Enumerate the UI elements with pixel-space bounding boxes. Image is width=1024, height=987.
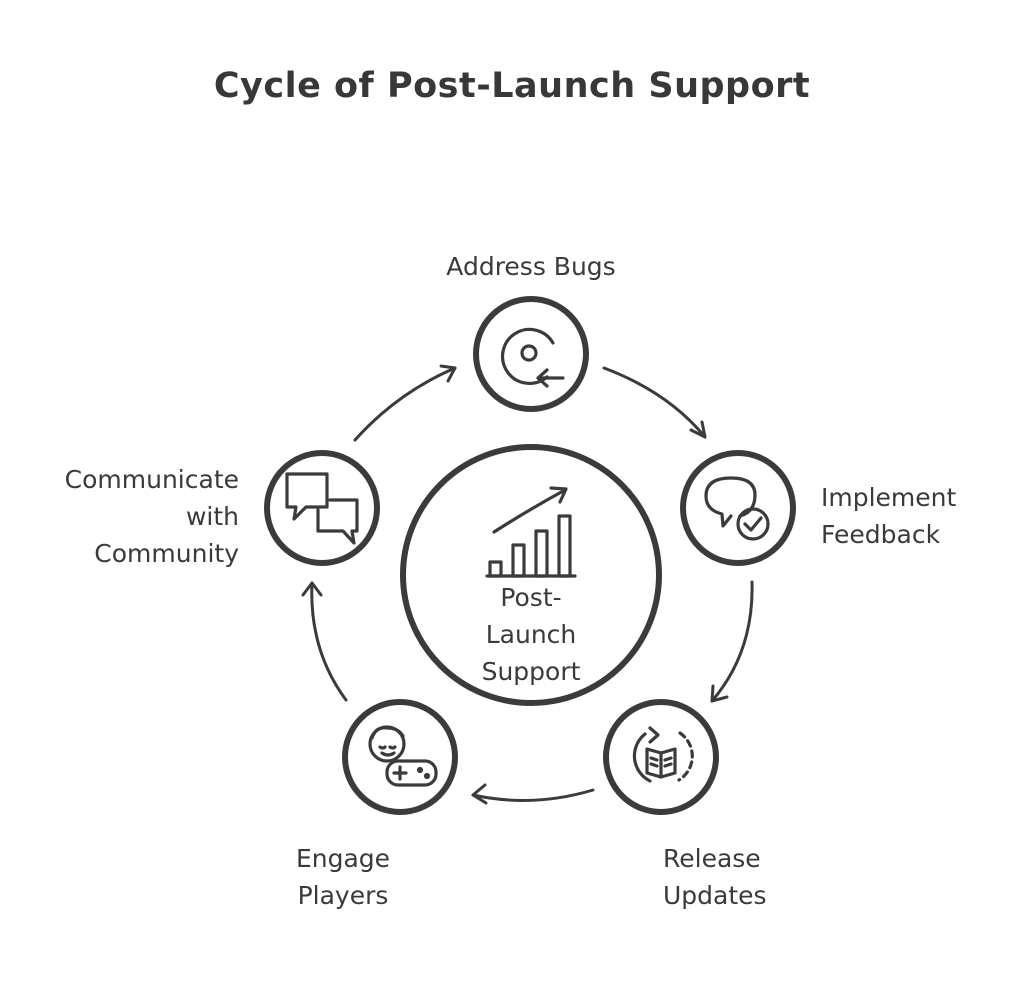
label-release-updates-line-1: Release: [663, 844, 761, 873]
center-node: Post- Launch Support: [400, 444, 662, 706]
center-label-line-3: Support: [482, 657, 581, 686]
player-gamepad-icon: [368, 725, 438, 787]
label-communicate-line-1: Communicate: [65, 465, 239, 494]
label-communicate-line-2: with: [186, 502, 239, 531]
arrow-updates-to-players: [471, 783, 595, 805]
growth-bar-chart-icon: [485, 486, 577, 578]
node-communicate-with-community: Communicate with Community: [65, 450, 380, 568]
chat-bubbles-icon: [285, 472, 359, 545]
label-implement-feedback-line-1: Implement: [821, 483, 957, 512]
label-communicate-line-3: Community: [94, 539, 239, 568]
label-implement-feedback-line-2: Feedback: [821, 520, 941, 549]
label-engage-players-line-1: Engage: [296, 844, 390, 873]
arrow-feedback-to-updates: [710, 580, 754, 703]
speech-check-icon: [704, 476, 770, 541]
center-label-line-1: Post-: [500, 583, 561, 612]
arrow-bugs-to-feedback: [602, 366, 707, 439]
arrow-players-to-community: [301, 581, 348, 702]
node-release-updates: Release Updates: [603, 699, 767, 910]
center-label-line-2: Launch: [486, 620, 577, 649]
node-implement-feedback: Implement Feedback: [680, 450, 957, 566]
label-engage-players-line-2: Players: [298, 881, 389, 910]
bug-target-icon: [501, 327, 565, 388]
diagram-title: Cycle of Post-Launch Support: [213, 66, 811, 106]
node-address-bugs: Address Bugs: [446, 252, 616, 412]
cycle-arrows: [301, 364, 754, 805]
book-refresh-icon: [632, 726, 694, 783]
label-address-bugs: Address Bugs: [446, 252, 615, 281]
arrow-community-to-bugs: [353, 364, 457, 442]
label-release-updates-line-2: Updates: [663, 881, 767, 910]
node-engage-players: Engage Players: [296, 699, 458, 910]
